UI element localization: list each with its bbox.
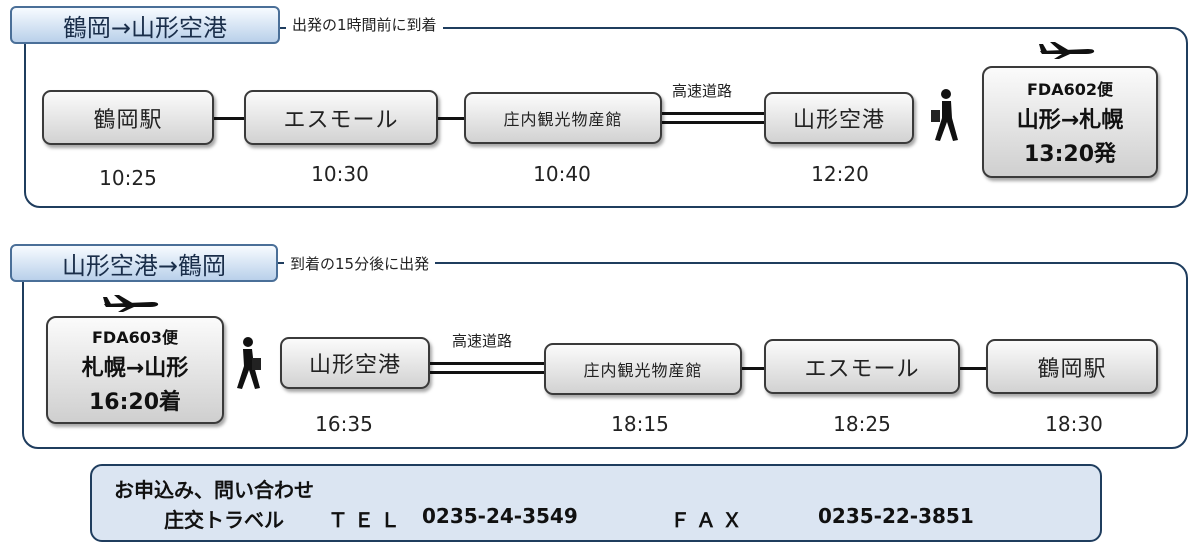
- route1-stop-s-mall: エスモール: [244, 90, 438, 145]
- route1-time-1: 10:25: [99, 166, 157, 190]
- route1-flight-number: FDA602便: [1027, 80, 1113, 99]
- route1-flight-box: FDA602便 山形→札幌 13:20発: [982, 66, 1158, 178]
- route2-flight-route: 札幌→山形: [81, 356, 189, 381]
- route2-title: 山形空港→鶴岡: [10, 244, 278, 282]
- contact-fax-label: ＦＡＸ: [670, 508, 748, 532]
- route2-time-2: 18:15: [611, 412, 669, 436]
- contact-company: 庄交トラベル: [164, 508, 284, 532]
- route2-stop-yamagata-airport: 山形空港: [280, 337, 430, 389]
- route2-highway-line: [428, 362, 544, 374]
- route1-flight-route: 山形→札幌: [1016, 108, 1124, 133]
- airplane-icon: [1039, 42, 1095, 59]
- contact-heading: お申込み、問い合わせ: [114, 478, 314, 502]
- route1-time-3: 10:40: [533, 162, 591, 186]
- route2-time-3: 18:25: [833, 412, 891, 436]
- walking-person-icon: [237, 337, 261, 389]
- route1-time-2: 10:30: [311, 162, 369, 186]
- route2-flight-number: FDA603便: [92, 328, 178, 347]
- route1-title: 鶴岡→山形空港: [10, 6, 280, 44]
- route2-stop-tsuruoka-station: 鶴岡駅: [986, 339, 1158, 394]
- route1-time-4: 12:20: [811, 162, 869, 186]
- route2-connector-2: [958, 367, 986, 370]
- route1-flight-time: 13:20発: [1023, 142, 1117, 167]
- route2-stop-shonai-kanko: 庄内観光物産館: [544, 343, 742, 395]
- contact-fax-number: 0235-22-3851: [818, 504, 974, 528]
- route1-connector-1: [213, 117, 245, 120]
- route1-stop-yamagata-airport: 山形空港: [764, 92, 914, 144]
- route2-highway-label: 高速道路: [452, 332, 513, 350]
- route1-highway-label: 高速道路: [672, 82, 733, 100]
- route1-note: 出発の1時間前に到着: [286, 14, 443, 35]
- route2-flight-box: FDA603便 札幌→山形 16:20着: [46, 316, 224, 424]
- contact-box: お申込み、問い合わせ 庄交トラベル ＴＥＬ 0235-24-3549 ＦＡＸ 0…: [90, 464, 1102, 542]
- route1-stop-shonai-kanko: 庄内観光物産館: [464, 92, 662, 144]
- route2-time-1: 16:35: [315, 412, 373, 436]
- contact-tel-label: ＴＥＬ: [328, 508, 406, 532]
- route1-connector-2: [437, 117, 465, 120]
- route2-flight-time: 16:20着: [88, 390, 182, 415]
- route1-note-line: [545, 26, 965, 28]
- route1-stop-tsuruoka-station: 鶴岡駅: [42, 90, 214, 145]
- airplane-icon: [103, 295, 159, 312]
- route1-highway-line: [662, 112, 764, 124]
- route2-connector-1: [740, 367, 766, 370]
- contact-tel-number[interactable]: 0235-24-3549: [422, 504, 578, 528]
- route2-time-4: 18:30: [1045, 412, 1103, 436]
- walking-person-icon: [931, 89, 958, 141]
- route2-note: 到着の15分後に出発: [284, 253, 436, 274]
- route2-stop-s-mall: エスモール: [764, 339, 960, 394]
